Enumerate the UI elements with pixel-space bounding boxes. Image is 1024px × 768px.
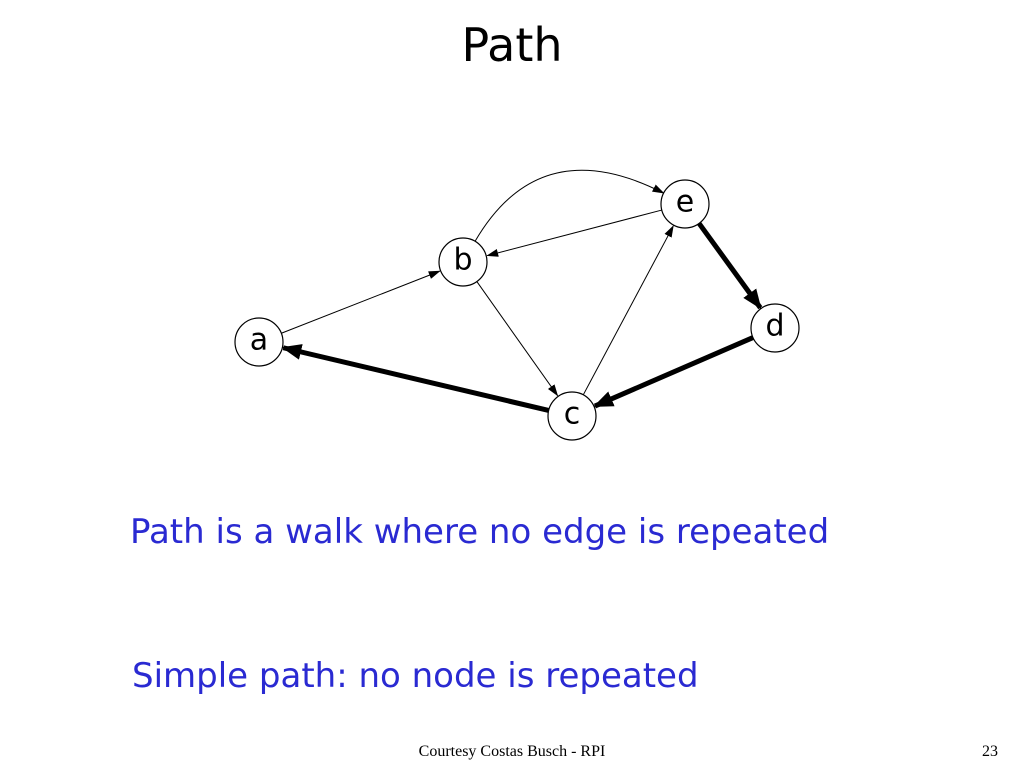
edge-c-to-e [582, 225, 674, 396]
node-a-label: a [250, 323, 268, 358]
node-b: b [438, 237, 488, 287]
node-b-circle [438, 237, 488, 287]
node-d-circle [750, 303, 800, 353]
edge-e-to-d-highlighted [697, 221, 763, 310]
node-b-label: b [453, 243, 472, 278]
node-d-label: d [765, 309, 784, 344]
node-a-circle [234, 317, 284, 367]
edge-c-to-a-highlighted [281, 344, 550, 413]
edges-layer [281, 169, 763, 413]
path-definition: Path is a walk where no edge is repeated [130, 512, 830, 552]
node-e-label: e [676, 185, 694, 220]
node-c-label: c [564, 397, 581, 432]
node-e-circle [660, 179, 710, 229]
node-c-circle [547, 391, 597, 441]
edge-e-to-b [486, 209, 662, 257]
node-d: d [750, 303, 800, 353]
footer-credit: Courtesy Costas Busch - RPI [418, 743, 606, 760]
edge-d-to-c-highlighted [593, 335, 754, 409]
nodes-layer: a b c d e [234, 179, 800, 441]
edge-a-to-b [281, 270, 441, 334]
node-e: e [660, 179, 710, 229]
simple-path-definition: Simple path: no node is repeated [132, 656, 699, 696]
edge-b-to-c [476, 281, 559, 397]
edge-b-to-e [474, 169, 665, 242]
node-a: a [234, 317, 284, 367]
page-number: 23 [982, 743, 998, 760]
slide-title: Path [461, 18, 563, 72]
node-c: c [547, 391, 597, 441]
